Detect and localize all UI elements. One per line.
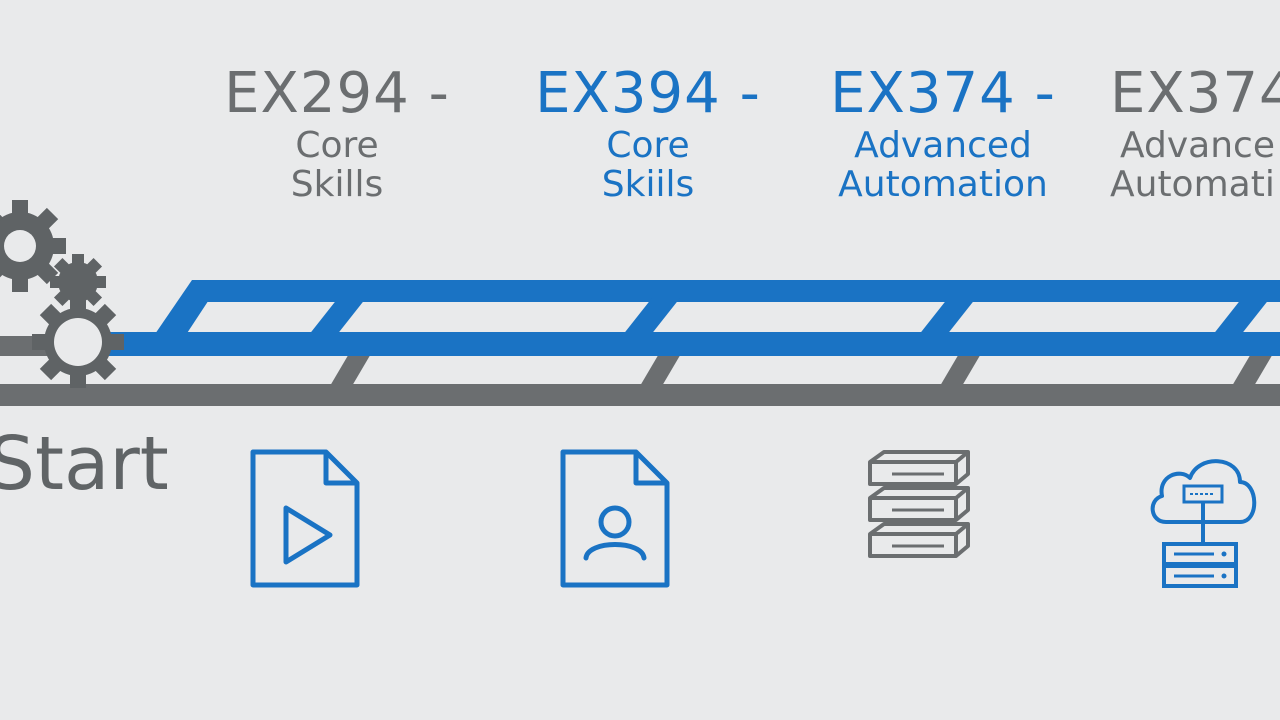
milestone-subtitle: Advance: [1120, 125, 1275, 166]
milestone-ex374-cropped: EX374 Advance Automati: [1110, 61, 1280, 205]
milestone-subtitle: Skills: [290, 164, 384, 205]
gears-icon: [0, 200, 124, 388]
server-stack-icon: [868, 450, 970, 558]
blue-tie: [918, 298, 976, 336]
blue-tie: [622, 298, 680, 336]
milestone-ex374-advanced: EX374 - Advanced Automation: [783, 61, 1103, 205]
gray-tie: [640, 352, 682, 386]
cloud-server-icon: [1150, 459, 1257, 588]
gray-tie: [330, 352, 372, 386]
gray-tie: [940, 352, 982, 386]
milestone-ex394: EX394 - Core Skiils: [488, 61, 808, 205]
milestone-code: EX374: [1110, 61, 1280, 126]
blue-rail-top: [196, 280, 1280, 302]
milestone-subtitle: Advanced: [854, 125, 1032, 166]
milestone-ex294: EX294 - Core Skills: [177, 61, 497, 205]
blue-tie: [308, 298, 366, 336]
milestone-subtitle: Automati: [1110, 164, 1275, 205]
blue-tie: [140, 280, 222, 356]
milestone-code: EX394 -: [535, 61, 761, 126]
user-file-icon: [560, 449, 670, 588]
milestone-code: EX294 -: [224, 61, 450, 126]
milestone-code: EX374 -: [830, 61, 1056, 126]
blue-rail-middle: [60, 332, 1280, 356]
milestone-subtitle: Core: [606, 125, 690, 166]
gray-tie: [1232, 352, 1274, 386]
start-label: Start: [0, 421, 169, 507]
milestone-subtitle: Skiils: [601, 164, 695, 205]
milestone-subtitle: Core: [295, 125, 379, 166]
blue-tie: [1212, 298, 1270, 336]
gray-rail-bottom: [0, 384, 1280, 406]
video-file-icon: [250, 449, 360, 588]
milestone-subtitle: Automation: [838, 164, 1048, 205]
